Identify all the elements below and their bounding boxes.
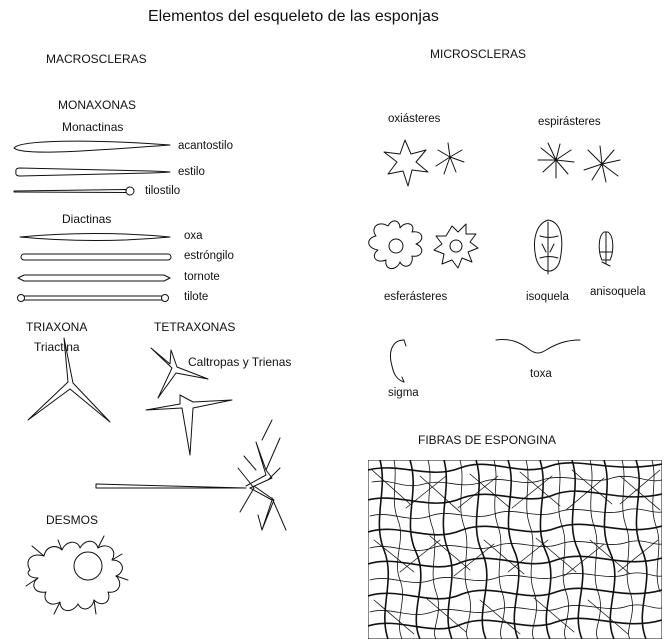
estilo-label: estilo [178, 166, 205, 178]
fibras-heading: FIBRAS DE ESPONGINA [418, 433, 557, 447]
oxiaster-small [435, 142, 465, 175]
estilo-spicule [15, 167, 171, 177]
anisoquela-spicule [598, 231, 614, 267]
microscleras-heading: MICROSCLERAS [430, 47, 527, 61]
sigma-label: sigma [388, 387, 419, 399]
oxiasteres-label: oxiásteres [388, 113, 441, 125]
caltropa-large [145, 394, 233, 456]
tetraxonas-heading: TETRAXONAS [154, 320, 236, 334]
caltropa-small [150, 347, 209, 399]
desmo-spicule [25, 535, 129, 615]
monaxonas-heading: MONAXONAS [58, 98, 137, 112]
sigma-spicule [390, 339, 407, 383]
espirasteres-label: espirásteres [538, 116, 601, 128]
isoquela-spicule [534, 219, 563, 275]
tornote-label: tornote [184, 271, 220, 283]
estrongilo-label: estróngilo [184, 250, 234, 262]
triena-spicule [95, 419, 287, 531]
page-title: Elementos del esqueleto de las esponjas [148, 8, 439, 25]
esferaster-left [368, 220, 423, 269]
espiraster-left [537, 142, 575, 179]
tilote-spicule [17, 294, 169, 302]
esferasteres-label: esferásteres [384, 291, 448, 303]
tilostilo-label: tilostilo [145, 185, 181, 197]
triactina-label: Triactina [34, 340, 80, 354]
toxa-spicule [495, 339, 581, 354]
triaxona-heading: TRIAXONA [26, 320, 88, 334]
oxa-spicule [19, 233, 171, 241]
triactina-spicule [27, 337, 111, 423]
toxa-label: toxa [530, 368, 552, 380]
macroscleras-heading: MACROSCLERAS [46, 52, 147, 66]
espiraster-right [583, 145, 621, 183]
caltropas-trienas-label: Caltropas y Trienas [188, 355, 292, 369]
monactinas-heading: Monactinas [62, 120, 124, 134]
acantostilo-spicule [13, 140, 171, 153]
spongin-fiber-network [368, 460, 662, 639]
esferaster-right [433, 223, 479, 269]
anisoquela-label: anisoquela [590, 286, 646, 298]
isoquela-label: isoquela [526, 291, 569, 303]
tilostilo-spicule [13, 186, 135, 196]
desmos-heading: DESMOS [46, 513, 99, 527]
oxiaster-large [383, 139, 429, 187]
oxa-label: oxa [184, 230, 203, 242]
tornote-spicule [17, 274, 171, 282]
estrongilo-spicule [20, 253, 172, 261]
diactinas-heading: Diactinas [62, 212, 112, 226]
tilote-label: tilote [184, 291, 209, 303]
acantostilo-label: acantostilo [178, 140, 233, 152]
